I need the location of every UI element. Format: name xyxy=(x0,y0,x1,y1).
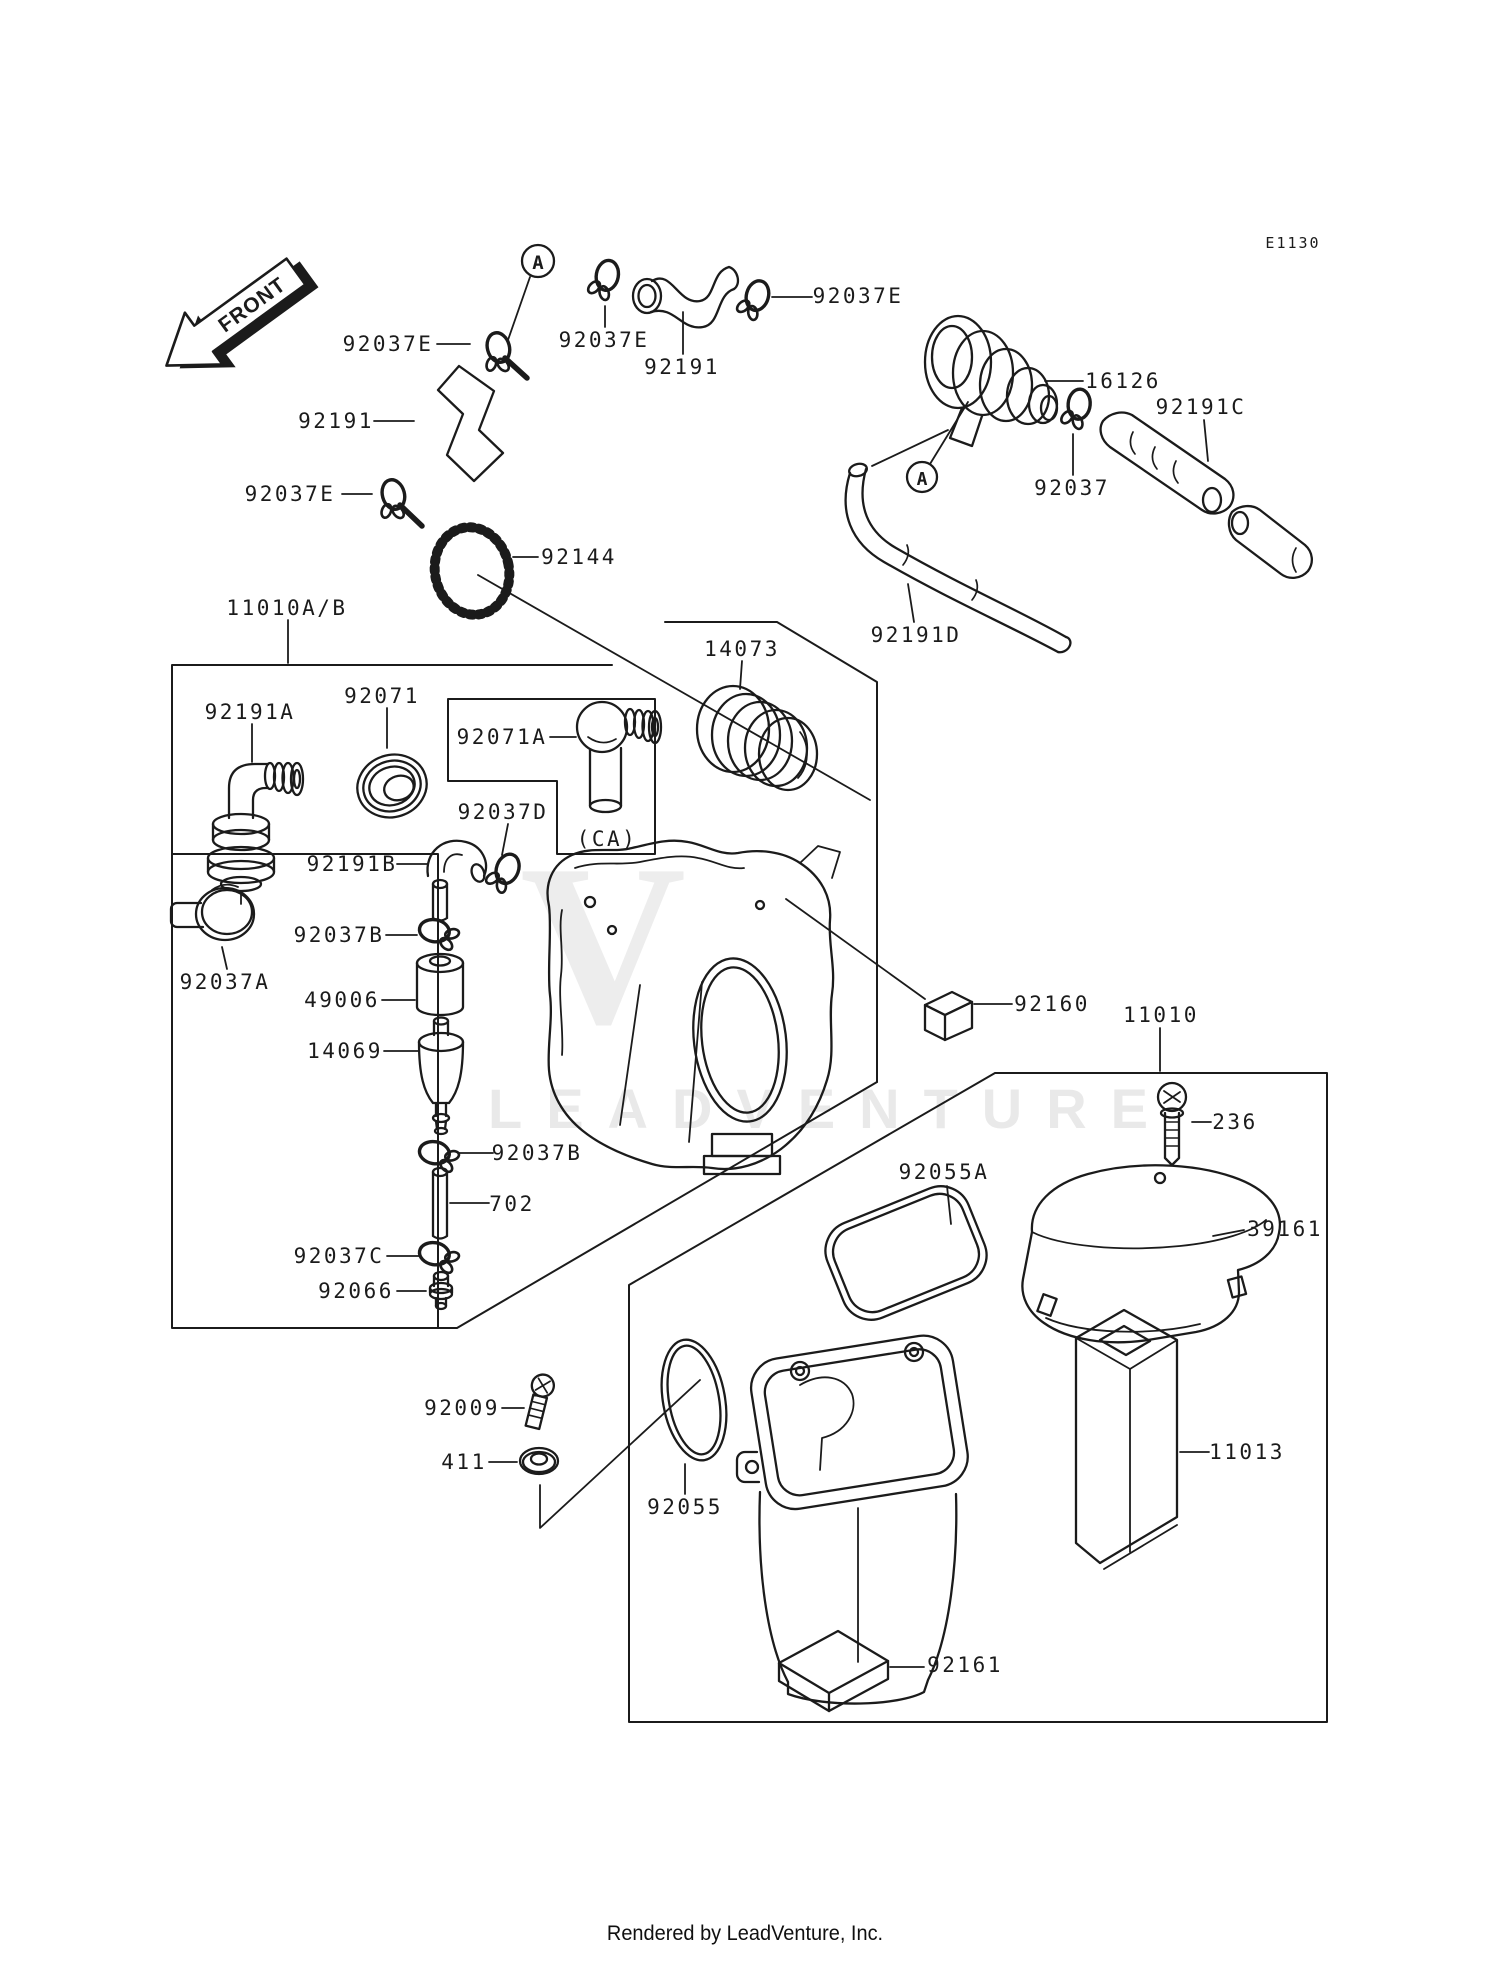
label-92055a: 92055A xyxy=(898,1160,990,1184)
label-92191a: 92191A xyxy=(204,700,296,724)
part-92191c-hose xyxy=(1099,411,1313,579)
label-ca: (CA) xyxy=(576,827,638,851)
part-92066-plug xyxy=(428,1270,454,1311)
part-92191b-hose xyxy=(426,839,488,922)
label-16126: 16126 xyxy=(1085,369,1161,393)
label-92037a: 92037A xyxy=(179,970,271,994)
part-411-washer xyxy=(518,1446,560,1476)
part-92160-damper xyxy=(923,990,974,1042)
part-92191-hose-top xyxy=(631,265,740,329)
label-92037e-1: 92037E xyxy=(342,332,434,356)
part-92055-oring xyxy=(660,1338,728,1462)
label-92037c: 92037C xyxy=(293,1244,385,1268)
watermark-text: LEADVENTURE xyxy=(488,1077,1173,1140)
part-92191-hose-left xyxy=(436,364,505,483)
label-92191b: 92191B xyxy=(306,852,398,876)
group-box-11010ab xyxy=(171,621,878,1329)
part-92144-spring xyxy=(429,522,515,620)
label-14073: 14073 xyxy=(704,637,780,661)
part-16126-resonator xyxy=(923,314,1059,448)
label-92037e-2: 92037E xyxy=(558,328,650,352)
part-92071a-elbow xyxy=(575,700,663,814)
diagram-code: E1130 xyxy=(1265,234,1321,252)
label-92037b-2: 92037B xyxy=(491,1141,583,1165)
part-236-screw xyxy=(1156,1081,1188,1167)
svg-text:A: A xyxy=(917,469,928,490)
part-92037a-clamp xyxy=(169,883,256,942)
label-92160: 92160 xyxy=(1014,992,1090,1016)
label-92037b-1: 92037B xyxy=(293,923,385,947)
label-92071: 92071 xyxy=(344,684,420,708)
part-92191a-elbow xyxy=(206,761,305,905)
label-236: 236 xyxy=(1212,1110,1258,1134)
watermark-logo: V xyxy=(520,817,687,1072)
label-92191-left: 92191 xyxy=(298,409,374,433)
label-92037e-4: 92037E xyxy=(812,284,904,308)
part-92055a-gasket xyxy=(824,1185,988,1321)
label-92071a: 92071A xyxy=(456,725,548,749)
label-92191c: 92191C xyxy=(1155,395,1247,419)
label-92144: 92144 xyxy=(541,545,617,569)
part-14069-filter xyxy=(417,1016,465,1136)
callout-circle-a-top: A xyxy=(520,243,556,279)
part-air-cleaner-body xyxy=(735,1334,969,1705)
label-92037d: 92037D xyxy=(457,800,549,824)
label-92055: 92055 xyxy=(647,1495,723,1519)
label-11010ab: 11010A/B xyxy=(226,596,348,620)
part-air-box-cover xyxy=(546,839,841,1176)
group-box-11010 xyxy=(628,1072,1328,1723)
part-702-tube xyxy=(431,1166,449,1240)
label-702: 702 xyxy=(489,1192,535,1216)
part-39161-cap xyxy=(1021,1164,1282,1344)
footer-credit: Rendered by LeadVenture, Inc. xyxy=(606,1922,884,1945)
part-11013-element xyxy=(1074,1308,1179,1570)
part-49006-canister xyxy=(415,952,465,1017)
svg-text:A: A xyxy=(532,252,544,274)
label-92009: 92009 xyxy=(424,1396,500,1420)
label-14069: 14069 xyxy=(307,1039,383,1063)
label-92161: 92161 xyxy=(927,1653,1003,1677)
part-92071-grommet xyxy=(356,753,428,819)
label-92066: 92066 xyxy=(318,1279,394,1303)
callout-circle-a-mid: A xyxy=(905,460,939,494)
front-arrow: FRONT xyxy=(165,257,319,369)
label-49006: 49006 xyxy=(304,988,380,1012)
label-39161: 39161 xyxy=(1247,1217,1323,1241)
part-92009-screw xyxy=(524,1373,555,1431)
label-411: 411 xyxy=(441,1450,487,1474)
part-14073-duct xyxy=(695,684,819,792)
group-box-ca xyxy=(447,698,656,855)
label-11010: 11010 xyxy=(1123,1003,1199,1027)
part-92161-damper xyxy=(777,1629,890,1713)
label-92191d: 92191D xyxy=(870,623,962,647)
label-92037: 92037 xyxy=(1034,476,1110,500)
label-92037e-3: 92037E xyxy=(244,482,336,506)
part-92191d-hose xyxy=(844,462,1072,654)
label-92191-top: 92191 xyxy=(644,355,720,379)
label-11013: 11013 xyxy=(1209,1440,1285,1464)
clamp-icons xyxy=(369,255,1094,1279)
